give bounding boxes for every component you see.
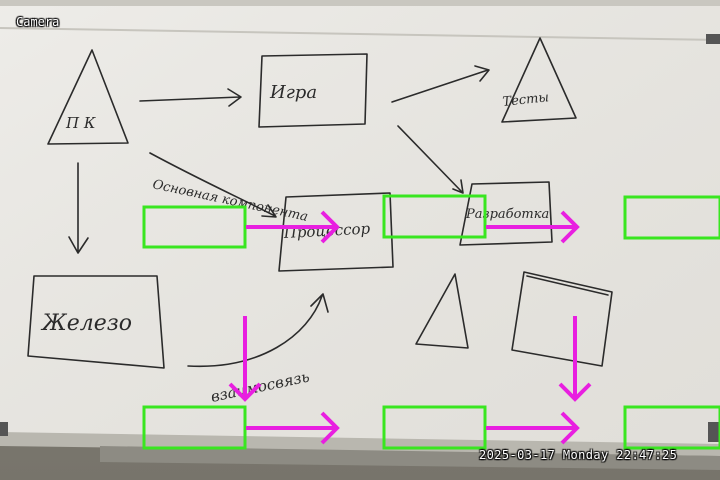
box-shape [27,275,165,369]
board-text: П К [65,114,96,132]
camera-label: Camera [16,15,60,29]
triangle-shape [415,273,469,349]
board-text: Тесты [502,90,550,110]
flow-arrow [246,210,340,244]
board-frame-top [0,0,720,6]
box-shape [459,181,553,246]
flow-arrow [486,411,580,445]
board-text: Игра [269,82,317,103]
board-text: Разработка [465,207,549,222]
board-text: Железо [40,311,132,336]
arrow-line [68,162,89,254]
detection-box [382,405,487,450]
box-shape [258,53,368,128]
box-shape [278,192,394,272]
board-bracket [706,34,720,44]
detection-box [623,405,720,450]
detection-box [142,205,247,249]
detection-box [382,194,487,239]
arrow-line [139,88,242,107]
triangle-shape [501,37,577,123]
flow-arrow [558,316,592,402]
flow-arrow [486,210,580,244]
flow-arrow [246,411,340,445]
arrow-line [391,65,490,103]
arrow-line [149,152,277,218]
detection-box [142,405,247,450]
flow-arrow [228,316,262,402]
detection-box [623,195,720,240]
arrow-line [397,125,464,194]
triangle-shape [47,49,129,145]
timestamp-overlay: 2025-03-17 Monday 22:47:25 [479,448,678,462]
arrow-line [187,293,329,368]
board-tray [0,432,720,456]
box-shape [511,271,613,367]
